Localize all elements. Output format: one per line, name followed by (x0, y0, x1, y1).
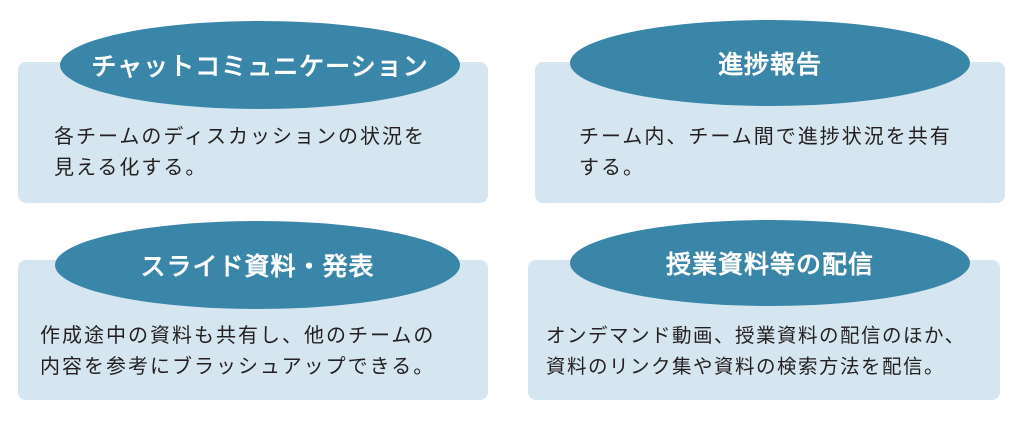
title-progress: 進捗報告 (570, 20, 970, 106)
title-distribution: 授業資料等の配信 (570, 220, 970, 306)
title-slides: スライド資料・発表 (55, 221, 460, 309)
desc-line: 各チームのディスカッションの状況を (54, 124, 426, 148)
desc-chat: 各チームのディスカッションの状況を 見える化する。 (54, 121, 426, 183)
title-chat-text: チャットコミュニケーション (91, 52, 429, 81)
desc-distribution: オンデマンド動画、授業資料の配信のほか、 資料のリンク集や資料の検索方法を配信。 (546, 320, 966, 382)
desc-line: 内容を参考にブラッシュアップできる。 (40, 354, 436, 378)
desc-line: 資料のリンク集や資料の検索方法を配信。 (546, 355, 946, 378)
desc-slides: 作成途中の資料も共有し、他のチームの 内容を参考にブラッシュアップできる。 (40, 320, 435, 382)
title-chat: チャットコミュニケーション (60, 21, 460, 109)
desc-line: チーム内、チーム間で進捗状況を共有 (579, 124, 952, 148)
desc-line: 見える化する。 (54, 155, 208, 179)
title-distribution-text: 授業資料等の配信 (665, 250, 874, 279)
desc-progress: チーム内、チーム間で進捗状況を共有 する。 (579, 121, 952, 183)
desc-line: する。 (579, 155, 645, 179)
desc-line: 作成途中の資料も共有し、他のチームの (40, 323, 436, 347)
title-slides-text: スライド資料・発表 (140, 252, 375, 281)
title-progress-text: 進捗報告 (717, 50, 822, 79)
desc-line: オンデマンド動画、授業資料の配信のほか、 (546, 324, 966, 347)
